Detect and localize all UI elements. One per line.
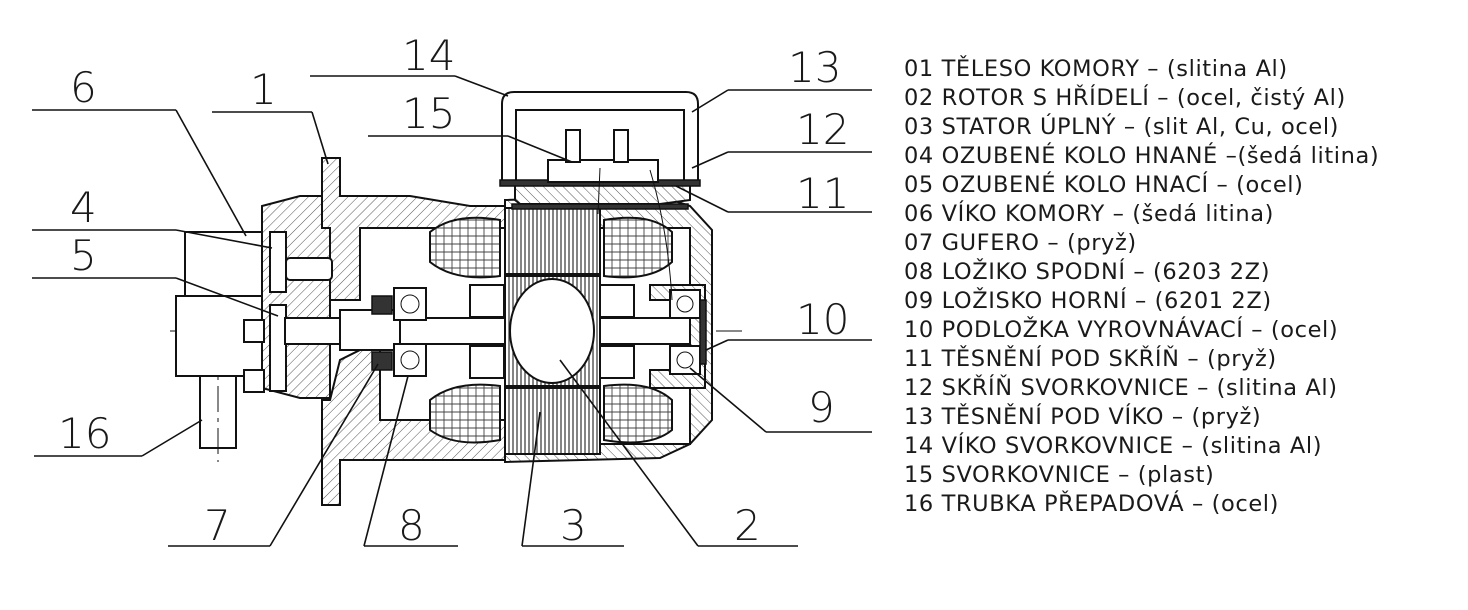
legend-item-11: 11 TĚSNĚNÍ POD SKŘÍŇ – (pryž) <box>904 344 1277 372</box>
legend-item-06: 06 VÍKO KOMORY – (šedá litina) <box>904 199 1274 227</box>
callout-14: 14 <box>402 31 455 80</box>
part-15-terminal-block <box>547 159 659 183</box>
legend-item-16: 16 TRUBKA PŘEPADOVÁ – (ocel) <box>904 489 1279 517</box>
callout-numbers: 14 13 15 12 11 6 1 4 5 10 9 16 7 8 3 2 <box>58 31 849 550</box>
callout-4: 4 <box>70 183 97 232</box>
part-04-driven-gear <box>269 231 287 293</box>
part-11-box-gasket <box>511 203 689 210</box>
parts-legend: 01 TĚLESO KOMORY – (slitina Al) 02 ROTOR… <box>904 54 1379 517</box>
part-03-stator <box>504 207 601 275</box>
legend-item-08: 08 LOŽIKO SPODNÍ – (6203 2Z) <box>904 257 1270 285</box>
legend-item-04: 04 OZUBENÉ KOLO HNANÉ –(šedá litina) <box>904 141 1379 169</box>
legend-item-10: 10 PODLOŽKA VYROVNÁVACÍ – (ocel) <box>904 315 1338 343</box>
callout-10: 10 <box>796 295 849 344</box>
callout-12: 12 <box>796 105 849 154</box>
callout-5: 5 <box>70 231 97 280</box>
legend-item-01: 01 TĚLESO KOMORY – (slitina Al) <box>904 54 1288 82</box>
callout-1: 1 <box>250 65 277 114</box>
part-10-shim-washer <box>699 299 707 365</box>
legend-item-02: 02 ROTOR S HŘÍDELÍ – (ocel, čistý Al) <box>904 83 1346 111</box>
legend-item-15: 15 SVORKOVNICE – (plast) <box>904 462 1214 488</box>
legend-item-09: 09 LOŽISKO HORNÍ – (6201 2Z) <box>904 286 1272 314</box>
legend-item-07: 07 GUFERO – (pryž) <box>904 230 1137 256</box>
part-09-upper-bearing <box>669 289 701 319</box>
callout-6: 6 <box>70 63 97 112</box>
legend-item-12: 12 SKŘÍŇ SVORKOVNICE – (slitina Al) <box>904 373 1338 401</box>
callout-8: 8 <box>398 501 425 550</box>
callout-9: 9 <box>808 383 835 432</box>
part-12-terminal-box <box>514 183 691 205</box>
callout-16: 16 <box>58 409 111 458</box>
callout-leaders <box>32 75 872 547</box>
callout-11: 11 <box>796 169 849 218</box>
part-07-seal <box>371 295 393 315</box>
part-08-lower-bearing <box>393 287 427 321</box>
callout-2: 2 <box>734 501 761 550</box>
part-05-driving-gear <box>269 304 287 392</box>
legend-item-05: 05 OZUBENÉ KOLO HNACÍ – (ocel) <box>904 170 1304 198</box>
section-view <box>170 91 745 506</box>
callout-7: 7 <box>204 501 231 550</box>
legend-item-14: 14 VÍKO SVORKOVNICE – (slitina Al) <box>904 431 1322 459</box>
callout-13: 13 <box>788 43 841 92</box>
legend-item-03: 03 STATOR ÚPLNÝ – (slit Al, Cu, ocel) <box>904 112 1339 140</box>
legend-item-13: 13 TĚSNĚNÍ POD VÍKO – (pryž) <box>904 402 1261 430</box>
callout-3: 3 <box>560 501 587 550</box>
part-14-terminal-cover <box>501 91 699 185</box>
callout-15: 15 <box>402 89 455 138</box>
